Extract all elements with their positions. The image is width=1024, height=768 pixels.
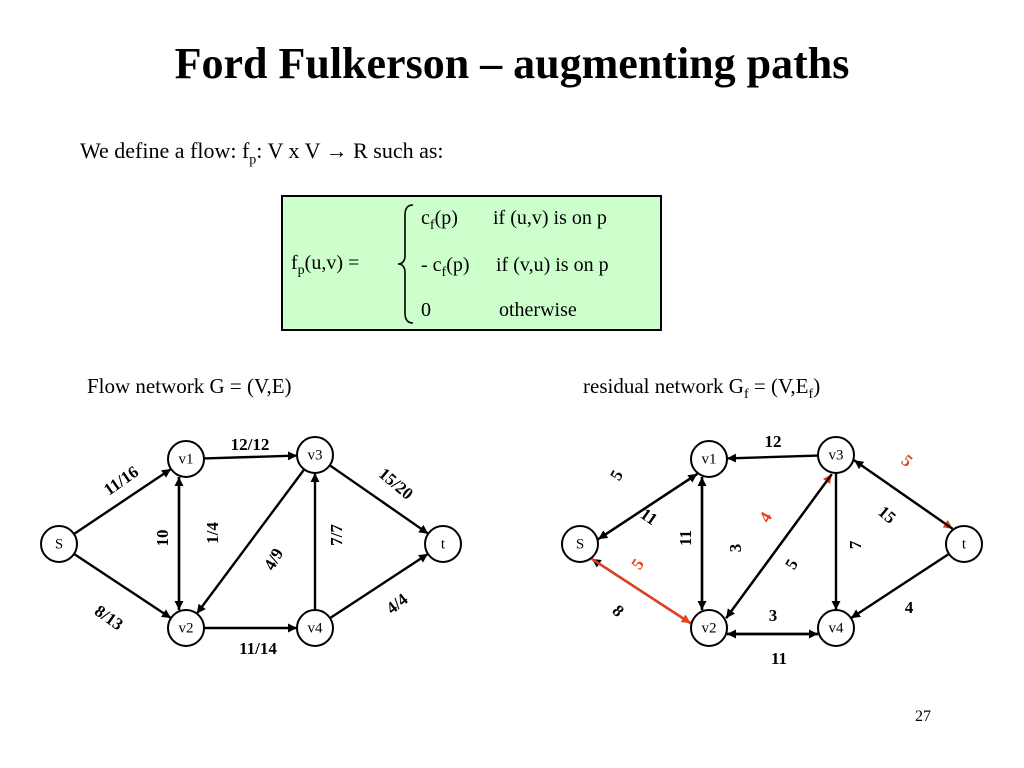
right-edge-label-t-v3: 15 [874, 502, 899, 527]
right-edge-v3-v1 [726, 453, 819, 463]
right-edge-S-v2 [591, 557, 692, 625]
left-edge-v3-v2 [195, 468, 306, 615]
case-1-condition: if (u,v) is on p [493, 207, 607, 229]
right-edge-label-S-v2: 5 [627, 555, 647, 573]
right-arrow-symbol: → [325, 138, 348, 163]
case-1-subscript: f [429, 218, 435, 233]
left-edge-label-v3-v2: 4/9 [260, 545, 287, 573]
slide-title: Ford Fulkerson – augmenting paths [174, 39, 850, 88]
right-edge-v3-v2 [725, 473, 833, 619]
residual-caption-mid: = (V,E [748, 374, 809, 398]
case-1-value: c [421, 207, 430, 229]
left-node-v2 [167, 609, 205, 647]
left-node-label-v4: v4 [308, 620, 324, 636]
case-2-args: (p) [446, 254, 470, 276]
definition-lhs: fp(u,v) = [291, 252, 359, 279]
right-edge-label-v3-v1: 12 [765, 432, 782, 451]
right-node-v3 [817, 436, 855, 474]
right-edge-label-v2-S: 8 [608, 601, 627, 620]
definition-box: fp(u,v) = cf(p) if (u,v) is on p - cf(p)… [281, 195, 662, 331]
right-edge-label-S-v1: 11 [637, 504, 661, 529]
right-node-v2 [690, 609, 728, 647]
flow-network-caption: Flow network G = (V,E) [87, 374, 292, 398]
left-node-label-S: S [55, 536, 63, 552]
intro-text-mid: : V x V [256, 138, 326, 163]
intro-text-post: R such as: [347, 138, 444, 163]
lhs-f: f [291, 252, 298, 274]
right-node-label-S: S [576, 536, 584, 552]
right-edge-label-v2-v3: 4 [755, 508, 776, 525]
left-node-v1 [167, 440, 205, 478]
definition-case-2: - cf(p) if (v,u) is on p [421, 254, 609, 281]
right-node-label-v1: v1 [702, 451, 717, 467]
intro-text-pre: We define a flow: f [80, 138, 250, 163]
right-node-label-v3: v3 [829, 447, 844, 463]
right-edge-label-v1-v2: 11 [676, 530, 695, 546]
case-3-value: 0 [421, 299, 431, 321]
left-edge-label-v4-v3: 7/7 [327, 524, 346, 546]
right-edge-t-v4 [850, 552, 950, 620]
left-node-t [424, 525, 462, 563]
residual-caption-post: ) [813, 374, 821, 398]
case-2-value: - c [421, 254, 442, 276]
left-node-v3 [296, 436, 334, 474]
lhs-args: (u,v) = [304, 252, 360, 274]
case-3-condition: otherwise [499, 299, 577, 321]
case-2-condition: if (v,u) is on p [496, 254, 609, 276]
right-edge-t-v3 [853, 459, 954, 530]
left-edge-label-v4-t: 4/4 [383, 589, 412, 618]
lhs-subscript: p [297, 263, 305, 278]
residual-caption-sub2: f [808, 387, 814, 403]
residual-caption-pre: residual network G [583, 374, 744, 398]
right-edge-label-v4-v2: 11 [771, 649, 787, 668]
intro-subscript: p [249, 152, 257, 168]
left-edge-label-v1-v3: 12/12 [231, 435, 270, 454]
right-node-t [945, 525, 983, 563]
left-edge-v3-t [329, 464, 429, 535]
right-node-label-v4: v4 [829, 620, 845, 636]
curly-brace-icon [397, 204, 414, 324]
left-edge-S-v2 [73, 552, 172, 620]
right-edge-label-v2-v4: 3 [769, 606, 778, 625]
right-edge-S-v1 [597, 472, 698, 541]
left-edge-label-v2-v4: 11/14 [239, 639, 277, 658]
left-node-label-t: t [441, 536, 446, 552]
right-node-v1 [690, 440, 728, 478]
residual-network-caption: residual network Gf = (V,Ef) [583, 374, 820, 403]
left-edge-v1-v3 [203, 451, 298, 461]
right-node-v4 [817, 609, 855, 647]
left-edge-label-v3-t: 15/20 [375, 464, 417, 503]
definition-case-3: 0 otherwise [421, 299, 577, 322]
left-node-label-v1: v1 [179, 451, 194, 467]
left-node-S [40, 525, 78, 563]
right-edge-label-v3-v4: 7 [846, 540, 865, 549]
left-edge-S-v1 [73, 468, 172, 535]
case-2-subscript: f [441, 265, 447, 280]
left-edge-label-v1-v2: 10 [153, 530, 172, 547]
case-1-args: (p) [434, 207, 458, 229]
left-edge-label-v2-v1: 1/4 [203, 522, 222, 544]
left-edge-v4-t [329, 552, 429, 620]
right-edge-label-v1-S: 5 [606, 467, 627, 484]
left-node-label-v3: v3 [308, 447, 323, 463]
left-edge-label-S-v2: 8/13 [91, 601, 127, 634]
right-node-label-v2: v2 [702, 620, 717, 636]
residual-caption-sub1: f [743, 387, 749, 403]
right-edge-label-t-v4: 4 [905, 598, 914, 617]
right-edge-label-v3-t: 5 [898, 451, 917, 471]
right-edge-label-v2-v1: 3 [726, 544, 745, 553]
page-number: 27 [915, 708, 931, 725]
right-edge-label-v3-v2: 5 [781, 556, 802, 573]
left-node-label-v2: v2 [179, 620, 194, 636]
flow-definition-intro: We define a flow: fp: V x V → R such as: [80, 138, 444, 168]
right-node-label-t: t [962, 536, 967, 552]
right-node-S [561, 525, 599, 563]
definition-case-1: cf(p) if (u,v) is on p [421, 207, 607, 234]
left-node-v4 [296, 609, 334, 647]
